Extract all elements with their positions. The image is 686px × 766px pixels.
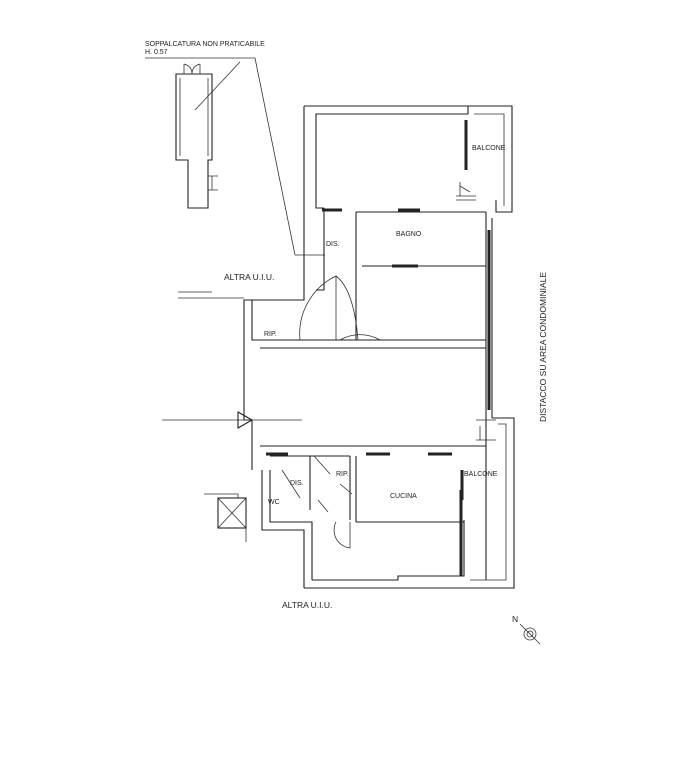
interior-walls bbox=[251, 208, 486, 523]
outer-wall-bottom-left-inner bbox=[269, 470, 313, 580]
door-balcone-top bbox=[456, 182, 476, 201]
balcone-bottom-wall bbox=[464, 417, 515, 589]
room-label-cucina: CUCINA bbox=[390, 493, 417, 500]
outer-wall-top bbox=[304, 105, 469, 209]
door-swings-service bbox=[281, 455, 353, 513]
room-label-balcone-bottom: BALCONE bbox=[464, 471, 498, 478]
room-labels: BALCONE DIS. BAGNO RIP. DIS. RIP. WC CUC… bbox=[264, 145, 506, 506]
mezzanine-inset: SOPPALCATURA NON PRATICABILE H. 0.57 bbox=[145, 41, 325, 256]
balcone-top-wall bbox=[468, 105, 513, 213]
mezzanine-note-line1: SOPPALCATURA NON PRATICABILE bbox=[145, 41, 265, 48]
mezzanine-inner-lines bbox=[179, 78, 209, 156]
room-label-rip-bottom: RIP. bbox=[336, 471, 349, 478]
room-label-bagno: BAGNO bbox=[396, 231, 422, 238]
shaft-leaders bbox=[204, 493, 247, 542]
shaft-symbol bbox=[204, 493, 247, 542]
room-label-balcone-top: BALCONE bbox=[472, 145, 506, 152]
north-inner-circle bbox=[526, 630, 534, 638]
room-label-dis-bottom: DIS. bbox=[290, 480, 304, 487]
outer-wall-bottom-inner bbox=[312, 520, 465, 581]
door-arc-right bbox=[339, 334, 381, 341]
mezzanine-leader bbox=[194, 61, 241, 111]
balcone-top-inner bbox=[474, 113, 505, 206]
leader-line-diagonal bbox=[254, 57, 296, 256]
outer-wall-left bbox=[243, 106, 305, 470]
room-label-wc: WC bbox=[268, 499, 280, 506]
apartment-walls bbox=[243, 105, 515, 589]
mezzanine-window-top bbox=[183, 63, 201, 75]
mezzanine-window-side bbox=[208, 175, 218, 191]
room-label-dis-top: DIS. bbox=[326, 241, 340, 248]
mezzanine-outline bbox=[175, 73, 213, 209]
outer-wall-bottom-left bbox=[261, 470, 305, 588]
shaft-box bbox=[217, 497, 247, 529]
north-label: N bbox=[512, 614, 518, 624]
balcone-bottom-inner bbox=[470, 423, 507, 581]
north-circle bbox=[523, 627, 537, 641]
doors bbox=[281, 182, 496, 549]
door-arc-bottom bbox=[333, 521, 351, 549]
wall-rip-left bbox=[251, 300, 260, 341]
north-needle bbox=[519, 623, 541, 645]
side-note-label: DISTACCO SU AREA CONDOMINIALE bbox=[538, 272, 548, 422]
other-unit-bottom-label: ALTRA U.I.U. bbox=[282, 600, 332, 610]
shaft-cross-2 bbox=[217, 497, 247, 529]
entrance bbox=[162, 291, 302, 429]
north-arrow-icon: N bbox=[512, 614, 541, 645]
windows bbox=[266, 120, 468, 500]
mezzanine-note-line2: H. 0.57 bbox=[145, 49, 168, 56]
wall-dis-top-left bbox=[316, 208, 325, 291]
entrance-arrow-icon bbox=[237, 411, 254, 429]
door-balcone-bottom bbox=[476, 419, 496, 441]
door-arc-main bbox=[335, 275, 359, 341]
other-unit-top-label: ALTRA U.I.U. bbox=[224, 272, 274, 282]
door-arc-left bbox=[299, 275, 337, 341]
room-label-rip-left: RIP. bbox=[264, 331, 277, 338]
